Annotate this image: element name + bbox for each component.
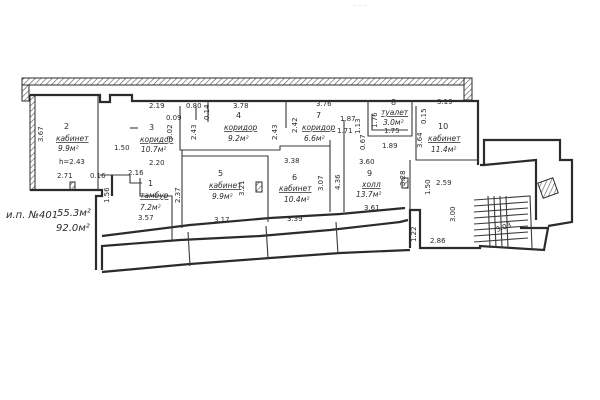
room-10-number: 10 <box>438 122 448 131</box>
room-9-name: холл <box>361 180 381 189</box>
room-2-name: кабинет <box>56 134 89 143</box>
dimension-label: 1.87 <box>340 115 356 123</box>
room-7-name: коридор <box>302 123 336 132</box>
dimension-label: 1.75 <box>384 127 400 135</box>
dimension-label: 2.20 <box>149 159 165 167</box>
room-2-area: 9.9м² <box>58 144 79 153</box>
dimension-label: 0.67 <box>359 134 367 150</box>
dimension-label: 3.61 <box>364 204 380 212</box>
dimension-label: 3.03 <box>495 221 512 234</box>
room-6-number: 6 <box>292 173 297 182</box>
dimension-label: 1.71 <box>337 127 353 135</box>
dimension-label: 1.56 <box>103 187 111 203</box>
room-1-name: тамбур <box>140 191 169 200</box>
dimension-label: 0.16 <box>90 172 106 180</box>
room-8-number: 8 <box>391 98 396 107</box>
room-8-area: 3.0м² <box>383 118 404 127</box>
dimension-label: 1.89 <box>382 142 398 150</box>
premises-area-total: 92.0м² <box>56 223 90 234</box>
dimension-label: 2.43 <box>190 124 198 140</box>
dimension-label: 3.17 <box>214 216 230 224</box>
dimension-label: 3.76 <box>316 100 332 108</box>
dimension-label: 3.21 <box>238 180 246 196</box>
room-4-name: коридор <box>224 123 258 132</box>
dimension-label: 0.80 <box>186 102 202 110</box>
dimension-label: 2.43 <box>271 124 279 140</box>
dimension-label: 3.38 <box>284 157 300 165</box>
corner-mark: ·· - ·· <box>352 2 368 10</box>
dimension-label: 4.36 <box>334 174 342 190</box>
room-3-area: 10.7м² <box>141 145 166 154</box>
room-10-area: 11.4м² <box>431 145 456 154</box>
room-7-number: 7 <box>316 111 321 120</box>
dimension-label: 3.64 <box>416 132 424 148</box>
room-2-height: h=2.43 <box>59 158 85 166</box>
dimension-label: 2.37 <box>174 187 182 203</box>
room-5-area: 9.9м² <box>212 192 233 201</box>
room-4-area: 9.2м² <box>228 134 249 143</box>
dimension-label: 1.50 <box>424 179 432 195</box>
dimension-label: 2.86 <box>430 237 446 245</box>
dimension-label: 1.22 <box>410 226 418 242</box>
dimension-label: 3.07 <box>317 175 325 191</box>
room-6-area: 10.4м² <box>284 195 309 204</box>
dimension-label: 2.16 <box>128 169 144 177</box>
premises-label: и.п. №401 <box>6 210 58 221</box>
room-5-number: 5 <box>218 169 223 178</box>
room-2-number: 2 <box>64 122 69 131</box>
outer-walls <box>21 77 574 274</box>
room-1-area: 7.2м² <box>140 203 161 212</box>
dimensions: 3.67 2.71 0.16 1.50 2.19 0.80 0.09 3.02 … <box>37 98 512 245</box>
room-6-name: кабинет <box>279 184 312 193</box>
dimension-label: 1.76 <box>371 112 379 128</box>
room-1-number: 1 <box>148 179 153 188</box>
dimension-label: 0.09 <box>166 114 182 122</box>
room-4-number: 4 <box>236 111 241 120</box>
dimension-label: 3.19 <box>437 98 453 106</box>
dimension-label: 2.19 <box>149 102 165 110</box>
room-3-name: коридор <box>140 135 174 144</box>
dimension-label: 3.28 <box>399 170 407 186</box>
dimension-label: 3.78 <box>233 102 249 110</box>
dimension-label: 2.42 <box>291 117 299 133</box>
room-9-number: 9 <box>367 169 372 178</box>
dimension-label: 0.14 <box>203 104 211 120</box>
room-10-name: кабинет <box>428 134 461 143</box>
dimension-label: 3.02 <box>166 124 174 140</box>
dimension-label: 0.15 <box>420 108 428 124</box>
premises-area-main: 55.3м² <box>57 208 91 219</box>
dimension-label: 2.59 <box>436 179 452 187</box>
dimension-label: 1.50 <box>114 144 130 152</box>
dimension-label: 3.67 <box>37 126 45 142</box>
dimension-label: 3.00 <box>449 206 457 222</box>
dimension-label: 1.13 <box>354 118 362 134</box>
room-3-number: 3 <box>149 123 154 132</box>
room-7-area: 6.6м² <box>304 134 325 143</box>
room-9-area: 13.7м² <box>356 190 381 199</box>
dimension-label: 3.39 <box>287 215 303 223</box>
dimension-label: 3.60 <box>359 158 375 166</box>
room-8-name: туалет <box>381 108 409 117</box>
dimension-label: 3.57 <box>138 214 154 222</box>
dimension-label: 2.71 <box>57 172 73 180</box>
internal-walls <box>69 96 478 240</box>
room-5-name: кабинет <box>209 181 242 190</box>
